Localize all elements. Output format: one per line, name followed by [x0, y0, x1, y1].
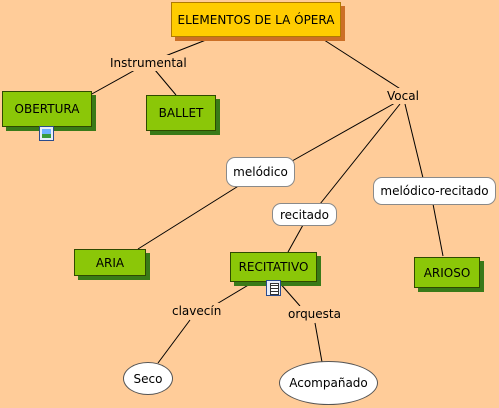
link-orquesta-label: orquesta [288, 307, 341, 321]
concept-arioso[interactable]: ARIOSO [414, 257, 480, 288]
link-melodico-label: melódico [233, 165, 288, 179]
concept-aria[interactable]: ARIA [74, 249, 146, 276]
link-clavecin[interactable]: clavecín [170, 303, 224, 319]
concept-recitativo-label: RECITATIVO [238, 260, 309, 274]
line-vocal-melodico-recitado [404, 103, 424, 179]
concept-obertura-label: OBERTURA [14, 102, 80, 116]
line-vocal-recitado [319, 103, 401, 205]
line-recitativo-clavecin [214, 280, 256, 306]
link-melodico-recitado-label: melódico-recitado [380, 184, 489, 198]
concept-seco-label: Seco [133, 371, 163, 386]
link-instrumental[interactable]: Instrumental [108, 55, 189, 71]
line-clavecin-seco [157, 319, 191, 364]
line-recitativo-orquesta [277, 280, 301, 307]
line-recitado-recitativo [287, 224, 304, 253]
concept-aria-label: ARIA [95, 255, 125, 270]
document-resource-icon[interactable] [266, 280, 281, 296]
concept-acompanado-label: Acompañado [289, 376, 368, 390]
line-instrumental-ballet [154, 69, 177, 96]
line-melodico-recitado-arioso [432, 203, 444, 257]
link-instrumental-label: Instrumental [110, 56, 187, 70]
link-recitado[interactable]: recitado [272, 203, 337, 226]
concept-ballet[interactable]: BALLET [146, 95, 216, 131]
line-orquesta-acompanado [314, 322, 323, 363]
link-orquesta[interactable]: orquesta [286, 306, 343, 322]
link-melodico[interactable]: melódico [226, 157, 295, 187]
link-vocal-label: Vocal [387, 89, 419, 103]
concept-seco[interactable]: Seco [123, 362, 173, 395]
line-instrumental-obertura [89, 69, 136, 96]
line-vocal-melodico [284, 102, 396, 166]
link-recitado-label: recitado [279, 207, 329, 222]
link-clavecin-label: clavecín [172, 304, 222, 318]
concept-acompanado[interactable]: Acompañado [279, 361, 378, 405]
link-vocal[interactable]: Vocal [385, 88, 421, 104]
concept-recitativo[interactable]: RECITATIVO [230, 252, 317, 282]
line-melodico-aria [137, 184, 241, 250]
line-title-vocal [320, 37, 403, 91]
concept-arioso-label: ARIOSO [423, 265, 471, 280]
image-resource-icon[interactable] [39, 126, 54, 141]
title-concept[interactable]: ELEMENTOS DE LA ÓPERA [171, 2, 341, 37]
concept-obertura[interactable]: OBERTURA [2, 91, 92, 127]
title-label: ELEMENTOS DE LA ÓPERA [177, 12, 335, 27]
concept-ballet-label: BALLET [158, 106, 204, 120]
link-melodico-recitado[interactable]: melódico-recitado [373, 177, 496, 205]
